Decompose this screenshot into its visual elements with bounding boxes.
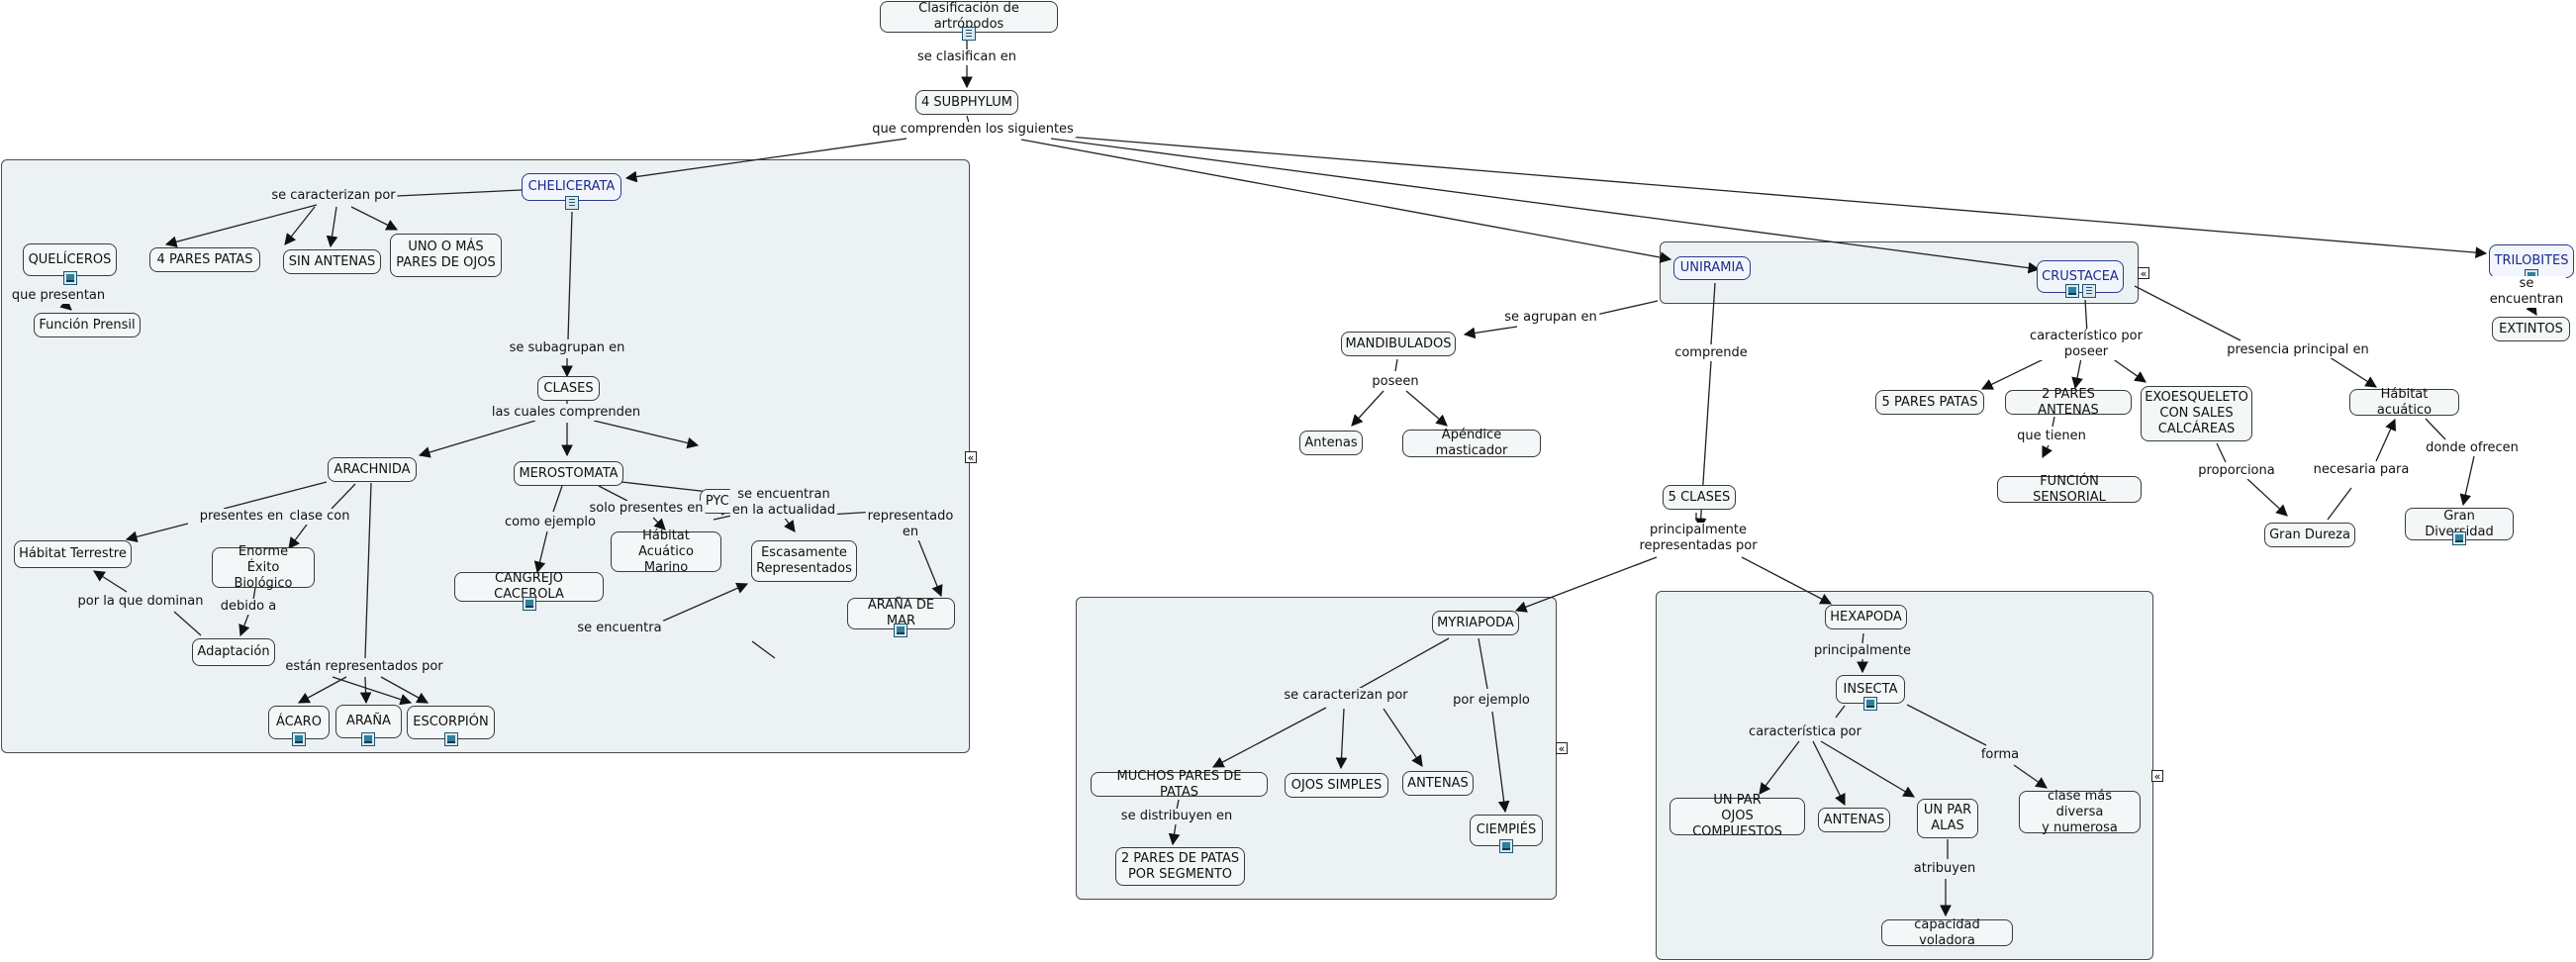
node-antenas-in[interactable]: ANTENAS: [1818, 808, 1890, 832]
node-habitat-acuatico[interactable]: Hábitat acuático: [2349, 387, 2459, 418]
node-antenas-my[interactable]: ANTENAS: [1402, 771, 1474, 796]
label-que-presentan: que presentan: [9, 288, 108, 304]
node-cangrejo-cacerola[interactable]: CANGREJO CACEROLA: [454, 571, 604, 602]
node-merostomata[interactable]: MEROSTOMATA: [514, 461, 623, 486]
label-por-la-que-dominan: por la que dominan: [75, 594, 206, 610]
node-habitat-acuatico-marino[interactable]: Hábitat Acuático Marino: [611, 529, 721, 575]
node-escasamente[interactable]: Escasamente Representados: [751, 540, 857, 582]
node-2-pares-antenas[interactable]: 2 PARES ANTENAS: [2005, 387, 2132, 418]
image-icon[interactable]: [1499, 839, 1513, 853]
label-necesaria-para: necesaria para: [2311, 462, 2412, 478]
node-clases[interactable]: CLASES: [537, 376, 600, 401]
label-representado-en: representado en: [865, 509, 956, 540]
node-myriapoda[interactable]: MYRIAPODA: [1432, 611, 1519, 635]
node-clase-diversa[interactable]: clase más diversa y numerosa: [2019, 789, 2141, 835]
node-capacidad-voladora[interactable]: capacidad voladora: [1881, 917, 2013, 948]
node-5-clases[interactable]: 5 CLASES: [1663, 485, 1736, 510]
node-funcion-sensorial[interactable]: FUNCIÓN SENSORIAL: [1997, 474, 2142, 505]
collapse-icon[interactable]: «: [1556, 742, 1568, 754]
label-se-caracterizan-por: se caracterizan por: [269, 188, 398, 204]
label-se-encuentran: se encuentran: [2487, 276, 2566, 308]
node-funcion-prensil[interactable]: Función Prensil: [34, 313, 141, 337]
collapse-icon[interactable]: «: [2138, 267, 2149, 279]
label-que-tienen: que tienen: [2015, 429, 2088, 444]
image-icon[interactable]: [894, 624, 907, 637]
label-se-distribuyen-en: se distribuyen en: [1118, 809, 1235, 824]
label-proporciona: proporciona: [2196, 463, 2277, 479]
node-crustacea[interactable]: CRUSTACEA: [2037, 260, 2124, 293]
label-se-encuentra: se encuentra: [575, 621, 664, 636]
label-caracteristica-por: característica por: [1747, 724, 1863, 740]
label-presentes-en: presentes en: [197, 509, 286, 525]
node-antenas-m[interactable]: Antenas: [1299, 431, 1363, 455]
collapse-icon[interactable]: «: [965, 451, 977, 463]
label-clase-con: clase con: [287, 509, 352, 525]
node-enorme-exito[interactable]: Enorme Éxito Biológico: [212, 544, 315, 591]
label-como-ejemplo: como ejemplo: [503, 515, 598, 530]
image-icon[interactable]: [361, 732, 375, 746]
label-se-caracterizan-por-2: se caracterizan por: [1282, 688, 1410, 704]
node-mandibulados[interactable]: MANDIBULADOS: [1341, 332, 1456, 356]
label-se-subagrupan-en: se subagrupan en: [507, 340, 627, 356]
node-apendice[interactable]: Apéndice masticador: [1402, 428, 1541, 458]
label-donde-ofrecen: donde ofrecen: [2424, 440, 2521, 456]
label-se-agrupan-en: se agrupan en: [1502, 310, 1599, 326]
node-uniramia[interactable]: UNIRAMIA: [1673, 256, 1751, 280]
node-queliceros[interactable]: QUELÍCEROS: [23, 243, 117, 276]
label-solo-presentes-en: solo presentes en: [587, 501, 706, 517]
image-icon[interactable]: [2452, 531, 2466, 545]
node-ojos-simples[interactable]: OJOS SIMPLES: [1285, 773, 1388, 798]
label-las-cuales-comprenden: las cuales comprenden: [489, 405, 643, 421]
node-muchos-pares[interactable]: MUCHOS PARES DE PATAS: [1091, 769, 1268, 800]
node-un-par-alas[interactable]: UN PAR ALAS: [1917, 799, 1978, 838]
node-uno-mas-ojos[interactable]: UNO O MÁS PARES DE OJOS: [390, 234, 502, 277]
node-2-pares-segmento[interactable]: 2 PARES DE PATAS POR SEGMENTO: [1115, 847, 1245, 886]
node-sin-antenas[interactable]: SIN ANTENAS: [283, 249, 381, 274]
document-icon[interactable]: [962, 27, 976, 41]
node-exoesqueleto[interactable]: EXOESQUELETO CON SALES CALCÁREAS: [2141, 386, 2252, 441]
document-icon[interactable]: [565, 196, 579, 210]
node-hexapoda[interactable]: HEXAPODA: [1825, 605, 1907, 629]
image-icon[interactable]: [63, 271, 77, 285]
label-presencia-principal-en: presencia principal en: [2225, 342, 2371, 358]
label-se-clasifican-en: se clasifican en: [915, 49, 1018, 65]
label-debido-a: debido a: [218, 599, 279, 615]
label-estan-representados-por: están representados por: [283, 659, 445, 675]
label-que-comprenden: que comprenden los siguientes: [870, 122, 1076, 138]
node-ojos-compuestos[interactable]: UN PAR OJOS COMPUESTOS: [1670, 793, 1805, 839]
node-4-pares-patas[interactable]: 4 PARES PATAS: [149, 247, 260, 272]
image-icon[interactable]: [1863, 697, 1877, 711]
node-adaptacion[interactable]: Adaptación: [192, 638, 275, 666]
node-habitat-terrestre[interactable]: Hábitat Terrestre: [14, 540, 132, 568]
label-forma: forma: [1978, 747, 2022, 763]
node-gran-dureza[interactable]: Gran Dureza: [2264, 523, 2355, 547]
node-subphylum[interactable]: 4 SUBPHYLUM: [915, 90, 1018, 115]
document-icon[interactable]: [2082, 284, 2096, 298]
label-atribuyen: atribuyen: [1911, 861, 1978, 877]
node-arachnida[interactable]: ARACHNIDA: [328, 457, 417, 482]
label-por-ejemplo: por ejemplo: [1451, 693, 1532, 709]
collapse-icon[interactable]: «: [2151, 770, 2163, 782]
node-5-pares-patas[interactable]: 5 PARES PATAS: [1875, 390, 1984, 415]
image-icon[interactable]: [292, 732, 306, 746]
label-caracteristico-por-poseer: característico por poseer: [2028, 329, 2145, 360]
label-poseen: poseen: [1370, 374, 1421, 390]
label-comprende: comprende: [1672, 345, 1750, 361]
image-icon[interactable]: [523, 597, 536, 611]
label-principalmente: principalmente: [1811, 643, 1914, 659]
image-icon[interactable]: [444, 732, 458, 746]
image-icon[interactable]: [2065, 284, 2079, 298]
node-extintos[interactable]: EXTINTOS: [2492, 317, 2570, 341]
label-principalmente-representadas: principalmente representadas por: [1637, 523, 1760, 554]
label-se-encuentran-actualidad: se encuentran en la actualidad: [729, 487, 838, 519]
